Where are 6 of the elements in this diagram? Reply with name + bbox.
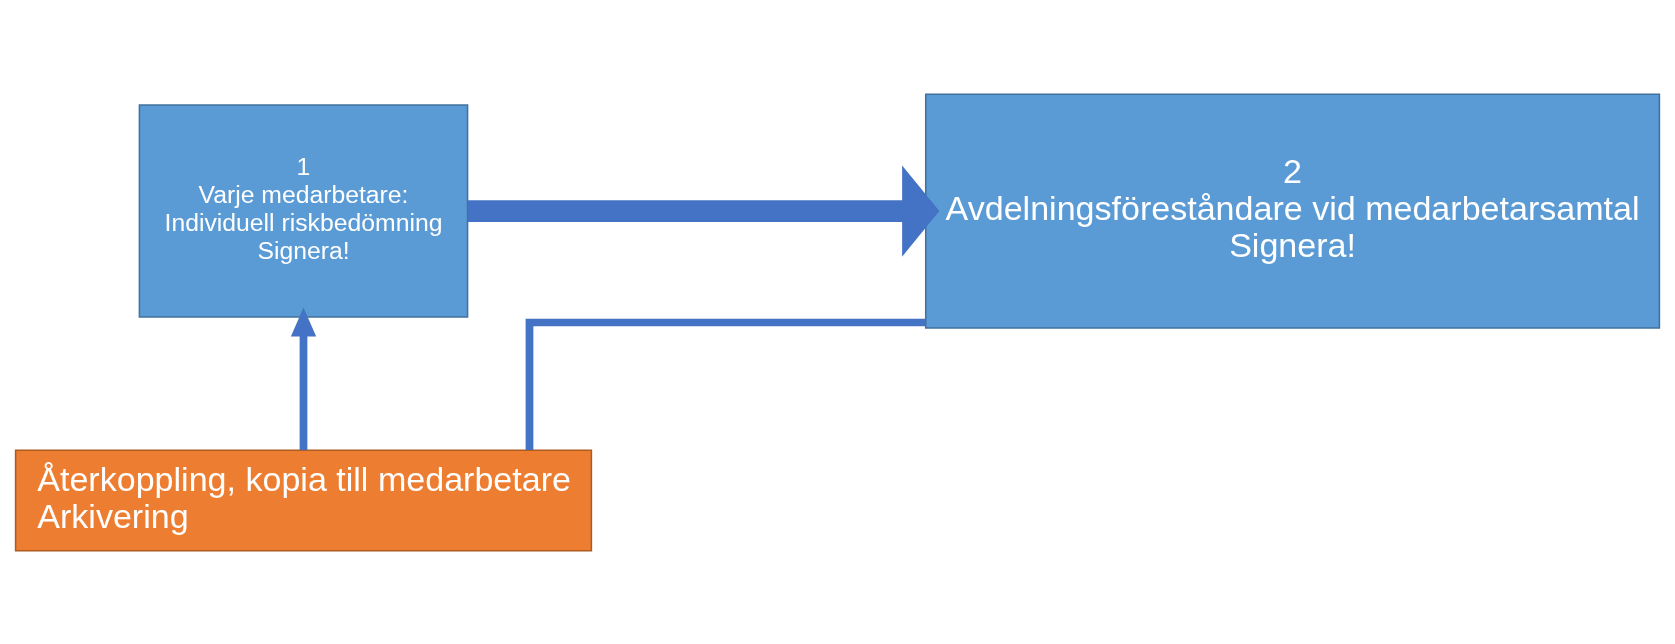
connector — [525, 318, 926, 450]
arrow — [290, 307, 317, 450]
arrow — [467, 165, 940, 257]
node-box: 1 Varje medarbetare: Individuell riskbedömning Signera! — [138, 103, 469, 318]
node-box: 2 Avdelningsföreståndare vid medarbetarsamtal Signera! — [924, 92, 1661, 329]
node-box: Återkoppling, kopia till medarbetare Arkivering — [14, 448, 593, 552]
